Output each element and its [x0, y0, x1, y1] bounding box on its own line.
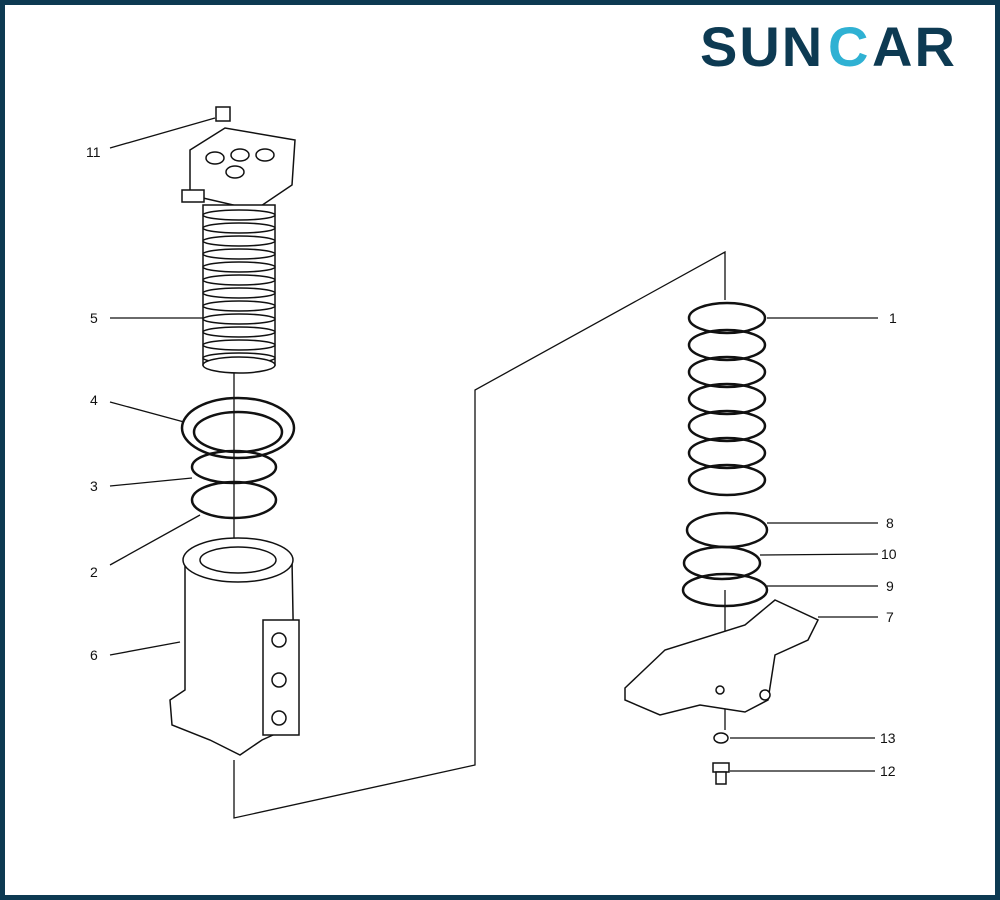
rotor-groove	[202, 261, 276, 273]
part-9-oring	[681, 572, 769, 608]
rotor-groove	[202, 222, 276, 234]
label-11: 11	[86, 144, 101, 160]
rotor-groove	[202, 287, 276, 299]
spring-coil	[687, 463, 767, 497]
part-5-rotor	[181, 127, 296, 374]
spring-coil	[687, 409, 767, 443]
exploded-view: SUN C AR	[86, 15, 957, 819]
part-2-oring	[190, 480, 278, 520]
label-3: 3	[90, 478, 98, 494]
label-4: 4	[90, 392, 98, 408]
part-12-bolt	[712, 762, 730, 785]
label-10: 10	[881, 546, 897, 562]
part-6-body	[169, 537, 300, 756]
rotor-groove	[202, 235, 276, 247]
rotor-groove	[202, 300, 276, 312]
part-13-washer	[713, 732, 729, 744]
rotor-groove	[202, 339, 276, 351]
logo-ar: AR	[872, 15, 957, 78]
part-1-spring	[687, 301, 767, 497]
label-7: 7	[886, 609, 894, 625]
logo-sun: SUN	[700, 15, 824, 78]
spring-coil	[687, 382, 767, 416]
rotor-groove	[202, 326, 276, 338]
part-7-bracket	[624, 599, 820, 716]
leader-lines	[109, 117, 879, 772]
spring-coil	[687, 328, 767, 362]
label-13: 13	[880, 730, 896, 746]
label-9: 9	[886, 578, 894, 594]
rotor-groove	[202, 248, 276, 260]
assembly-line	[233, 250, 726, 819]
label-5: 5	[90, 310, 98, 326]
label-6: 6	[90, 647, 98, 663]
rotor-groove	[202, 313, 276, 325]
part-4-bearing	[180, 396, 296, 460]
part-11-plug	[215, 106, 231, 122]
label-2: 2	[90, 564, 98, 580]
label-8: 8	[886, 515, 894, 531]
label-1: 1	[889, 310, 897, 326]
rotor-groove	[202, 209, 276, 221]
part-10-snap-ring	[682, 545, 762, 581]
part-8-ring	[685, 511, 769, 549]
suncar-logo: SUN C AR	[700, 15, 957, 78]
rotor-groove	[202, 274, 276, 286]
spring-coil	[687, 355, 767, 389]
logo-c: C	[828, 15, 870, 78]
label-12: 12	[880, 763, 896, 779]
spring-coil	[687, 436, 767, 470]
spring-coil	[687, 301, 767, 335]
